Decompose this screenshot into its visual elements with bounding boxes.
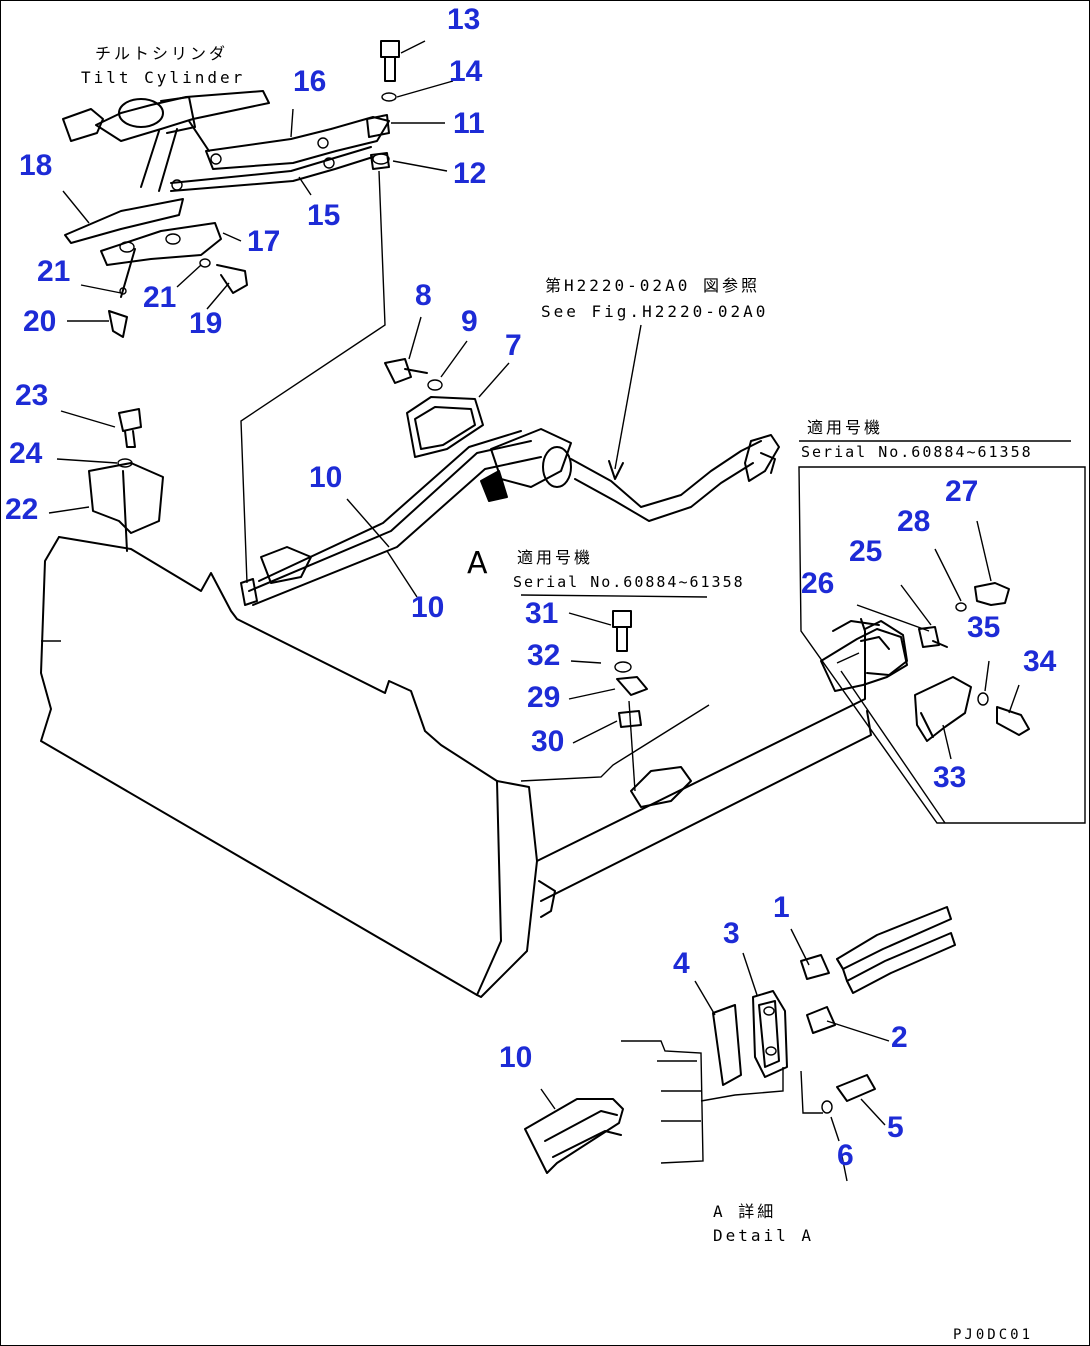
- serial-mid-label-en: Serial No.60884~61358: [513, 573, 745, 591]
- callout-10-lower: 10: [411, 591, 445, 624]
- callout-21-right: 21: [143, 281, 177, 314]
- callout-35: 35: [967, 611, 1001, 644]
- callout-7: 7: [505, 329, 522, 362]
- callout-28: 28: [897, 505, 931, 538]
- callout-11: 11: [453, 107, 485, 140]
- callout-leaders: [48, 40, 710, 782]
- callout-25: 25: [849, 535, 883, 568]
- callout-10-detail: 10: [499, 1041, 533, 1074]
- callout-16: 16: [293, 65, 327, 98]
- bracket-22-drawing: [88, 408, 164, 552]
- callout-27: 27: [945, 475, 979, 508]
- tilt-cylinder-label-jp: チルトシリンダ: [95, 44, 229, 63]
- callout-2: 2: [891, 1021, 908, 1054]
- tilt-cylinder-drawing: [62, 90, 270, 192]
- callout-29: 29: [527, 681, 561, 714]
- detail-a-label-en: Detail A: [713, 1226, 815, 1245]
- callout-24: 24: [9, 437, 43, 470]
- hoses-10-drawing: [240, 428, 780, 606]
- callout-31: 31: [525, 597, 559, 630]
- detail-a-label-jp: A 詳細: [713, 1202, 777, 1221]
- cover-7-drawing: [384, 358, 484, 458]
- callout-15: 15: [307, 199, 341, 232]
- callout-33: 33: [933, 761, 967, 794]
- callout-21-left: 21: [37, 255, 71, 288]
- bolts-31-32-29-30-drawing: [612, 610, 648, 792]
- callout-12: 12: [453, 157, 487, 190]
- callout-10-upper: 10: [309, 461, 343, 494]
- callout-30: 30: [531, 725, 565, 758]
- detail-a-drawing: [524, 906, 956, 1182]
- tilt-cylinder-label-en: Tilt Cylinder: [81, 68, 246, 87]
- callout-34: 34: [1023, 645, 1057, 678]
- callout-9: 9: [461, 305, 478, 338]
- callout-13: 13: [447, 3, 481, 36]
- arrow-see-fig: [608, 460, 624, 480]
- callout-4: 4: [673, 947, 690, 980]
- callout-18: 18: [19, 149, 53, 182]
- callout-8: 8: [415, 279, 432, 312]
- blade-drawing: [40, 536, 908, 998]
- bolts-13-14-12-drawing: [372, 40, 400, 165]
- callout-26: 26: [801, 567, 835, 600]
- callout-20: 20: [23, 305, 57, 338]
- drawing-code: PJ0DC01: [953, 1327, 1034, 1343]
- guide-line: [240, 170, 386, 584]
- callout-17: 17: [247, 225, 281, 258]
- serial-top-label-jp: 適用号機: [807, 418, 884, 437]
- serial-mid-label-jp: 適用号機: [517, 548, 594, 567]
- detail-marker: A: [467, 546, 488, 581]
- callout-19: 19: [189, 307, 223, 340]
- callout-22: 22: [5, 493, 39, 526]
- leader-see-fig: [614, 324, 642, 470]
- callout-6: 6: [837, 1139, 854, 1172]
- callout-32: 32: [527, 639, 561, 672]
- serial-top-label-en: Serial No.60884~61358: [801, 443, 1033, 461]
- callout-14: 14: [449, 55, 483, 88]
- see-fig-label-en: See Fig.H2220-02A0: [541, 302, 769, 321]
- bracket-18-17-drawing: [64, 198, 248, 338]
- see-fig-label-jp: 第H2220-02A0 図参照: [545, 276, 760, 295]
- callout-23: 23: [15, 379, 49, 412]
- callout-1: 1: [773, 891, 790, 924]
- callout-5: 5: [887, 1111, 904, 1144]
- callout-3: 3: [723, 917, 740, 950]
- inset-box-serial: [798, 466, 1086, 824]
- tilt-rods-drawing: [170, 114, 390, 192]
